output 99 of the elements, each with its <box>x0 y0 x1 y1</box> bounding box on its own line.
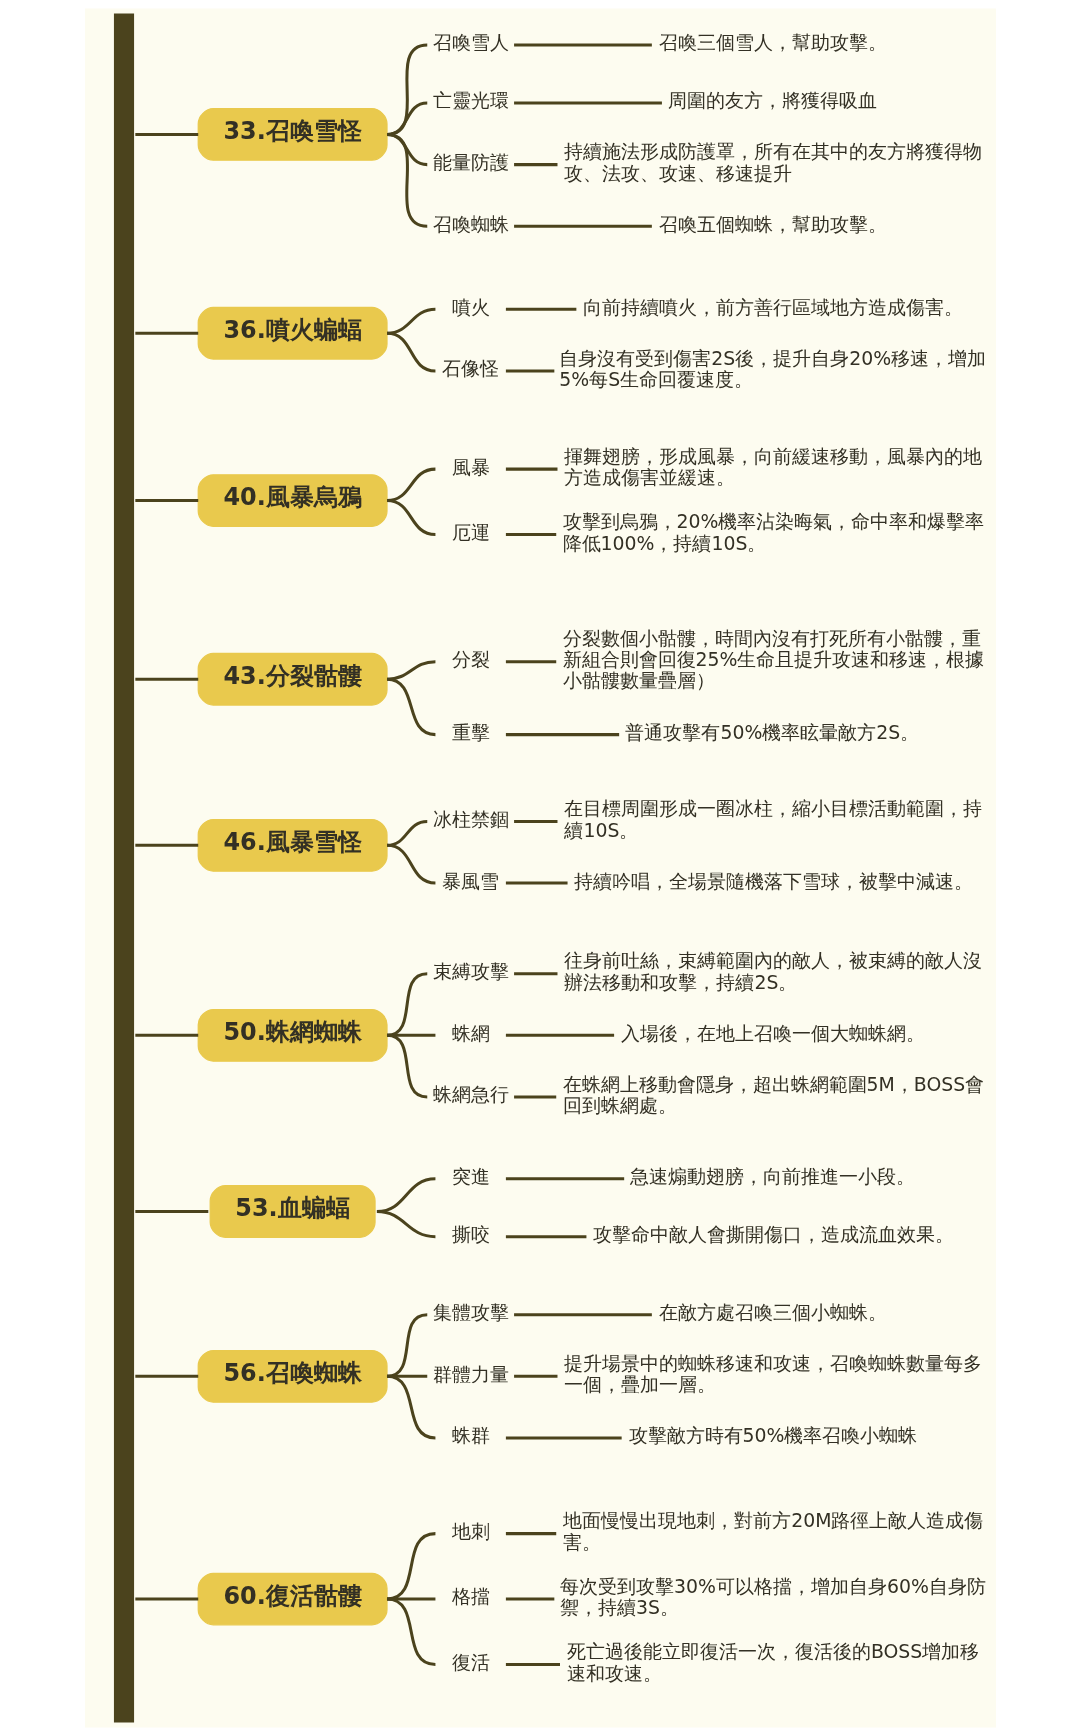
node-text: 召喚五個蜘蛛，幫助攻擊。 <box>658 212 887 235</box>
connector <box>134 677 198 681</box>
node-text: 暴風雪 <box>441 869 499 892</box>
node-text: 周圍的友方，將獲得吸血 <box>667 89 877 112</box>
connector <box>505 369 554 373</box>
connector <box>505 467 557 471</box>
node-text: 格擋 <box>451 1585 490 1608</box>
connector <box>134 1033 198 1037</box>
node-box: 46.風暴雪怪 <box>197 818 388 872</box>
node-text: 能量防護 <box>432 151 509 174</box>
node-text: 攻擊命中敵人會撕開傷口，造成流血效果。 <box>592 1223 954 1246</box>
connector <box>134 499 198 503</box>
connector <box>376 1210 436 1239</box>
node-text: 地刺 <box>451 1520 490 1543</box>
connector <box>505 307 576 311</box>
node-text: 每次受到攻擊30%可以格擋，增加自身60%自身防禦，持續3S。 <box>559 1574 986 1619</box>
connector <box>513 1313 652 1317</box>
connector <box>513 1095 556 1099</box>
node-text: 持續施法形成防護罩，所有在其中的友方將獲得物攻、法攻、攻速、移速提升 <box>563 140 982 184</box>
node-text: 在蛛網上移動會隱身，超出蛛網範圍5M，BOSS會回到蛛網處。 <box>562 1072 984 1117</box>
connector <box>505 1663 560 1666</box>
node-text: 在目標周圍形成一圈冰柱，縮小目標活動範圍，持續10S。 <box>563 797 982 841</box>
connector <box>513 819 557 823</box>
node-text: 噴火 <box>451 295 490 318</box>
connector <box>134 843 198 847</box>
connector <box>513 101 662 105</box>
node-text: 風暴 <box>451 455 490 478</box>
connector <box>513 163 557 167</box>
node-box: 50.蛛網蜘蛛 <box>197 1008 388 1062</box>
node-text: 攻擊到烏鴉，20%機率沾染晦氣，命中率和爆擊率降低100%，持續10S。 <box>562 510 984 554</box>
node-text: 向前持續噴火，前方善行區域地方造成傷害。 <box>582 295 963 318</box>
node-box: 53.血蝙蝠 <box>209 1185 376 1238</box>
node-text: 在敵方處召喚三個小蜘蛛。 <box>658 1301 887 1324</box>
node-text: 撕咬 <box>451 1223 490 1246</box>
node-text: 突進 <box>451 1165 490 1188</box>
connector <box>505 1177 624 1181</box>
connector <box>505 881 568 885</box>
node-text: 集體攻擊 <box>432 1301 509 1324</box>
connector <box>513 224 652 228</box>
node-text: 厄運 <box>451 520 490 543</box>
node-text: 冰柱禁錮 <box>432 807 509 830</box>
node-text: 普通攻擊有50%機率眩暈敵方2S。 <box>624 721 919 744</box>
connector <box>505 1436 622 1440</box>
node-text: 復活 <box>451 1650 490 1673</box>
connector <box>505 660 556 664</box>
node-text: 群體力量 <box>432 1362 509 1385</box>
connector <box>386 1532 436 1601</box>
node-bar <box>113 13 134 1723</box>
connector <box>505 733 619 737</box>
connector <box>505 1235 586 1239</box>
connector <box>386 660 436 681</box>
connector <box>134 331 198 335</box>
connector <box>386 1597 436 1666</box>
node-text: 蛛群 <box>451 1424 490 1447</box>
node-box: 36.噴火蝙蝠 <box>197 306 388 360</box>
node-text: 死亡過後能立即復活一次，復活後的BOSS增加移速和攻速。 <box>566 1640 979 1684</box>
connector <box>386 331 436 373</box>
node-text: 揮舞翅膀，形成風暴，向前緩速移動，風暴內的地方造成傷害並緩速。 <box>563 444 982 489</box>
connector <box>505 1597 554 1601</box>
connector <box>386 843 436 885</box>
node-text: 自身沒有受到傷害2S後，提升自身20%移速，增加5%每S生命回覆速度。 <box>558 346 986 391</box>
node-text: 分裂數個小骷髏，時間內沒有打死所有小骷髏，重新組合則會回復25%生命且提升攻速和移速，根據小骷髏數量疊層） <box>562 626 984 692</box>
node-text: 召喚蜘蛛 <box>432 212 509 235</box>
node-text: 分裂 <box>451 648 490 671</box>
connector <box>505 1033 614 1037</box>
node-box: 43.分裂骷髏 <box>197 652 388 706</box>
node-text: 急速煽動翅膀，向前推進一小段。 <box>629 1165 915 1188</box>
connector <box>513 43 652 47</box>
connector <box>386 1033 427 1099</box>
connector <box>134 1210 208 1213</box>
node-text: 石像怪 <box>441 357 499 380</box>
connector <box>505 1532 556 1536</box>
node-box: 60.復活骷髏 <box>197 1572 388 1626</box>
connector <box>386 1374 436 1440</box>
node-text: 亡靈光環 <box>432 89 509 112</box>
node-text: 召喚三個雪人，幫助攻擊。 <box>658 31 887 54</box>
connector <box>513 972 557 976</box>
connector <box>386 499 436 537</box>
node-text: 蛛網急行 <box>432 1083 509 1106</box>
connector <box>386 677 436 737</box>
connector <box>513 1374 557 1378</box>
node-box: 40.風暴烏鴉 <box>197 474 388 527</box>
node-text: 往身前吐絲，束縛範圍內的敵人，被束縛的敵人沒辦法移動和攻擊，持續2S。 <box>563 949 982 993</box>
connector <box>134 132 198 136</box>
node-text: 入場後，在地上召喚一個大蜘蛛網。 <box>620 1021 925 1044</box>
node-text: 攻擊敵方時有50%機率召喚小蜘蛛 <box>628 1424 917 1447</box>
node-text: 召喚雪人 <box>432 31 509 54</box>
connector <box>134 1374 198 1378</box>
connector <box>134 1597 198 1601</box>
node-text: 蛛網 <box>451 1021 490 1044</box>
node-box: 33.召喚雪怪 <box>197 108 388 161</box>
connector <box>386 132 428 228</box>
node-text: 持續吟唱，全場景隨機落下雪球，被擊中減速。 <box>573 869 973 892</box>
node-text: 重擊 <box>451 721 490 744</box>
node-box: 56.召喚蜘蛛 <box>197 1349 388 1403</box>
node-text: 束縛攻擊 <box>432 960 509 983</box>
connector <box>505 533 556 537</box>
node-text: 地面慢慢出現地刺，對前方20M路徑上敵人造成傷害。 <box>562 1509 983 1553</box>
node-text: 提升場景中的蜘蛛移速和攻速，召喚蜘蛛數量每多一個，疊加一層。 <box>563 1352 982 1396</box>
